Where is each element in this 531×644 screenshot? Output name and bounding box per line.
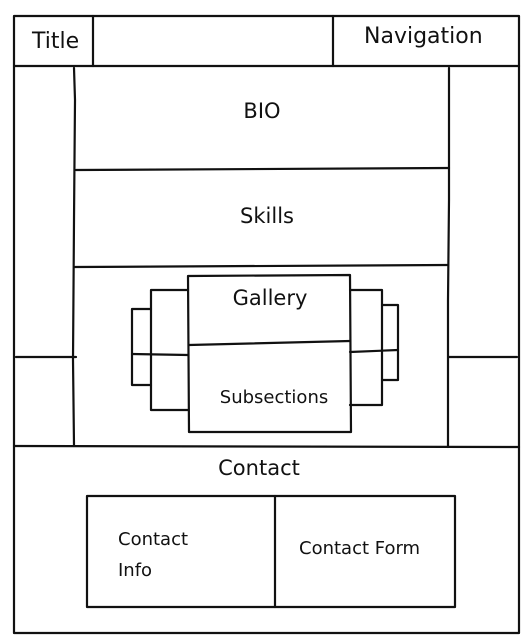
navigation-label: Navigation — [364, 24, 483, 49]
gallery-subsections-divider — [187, 339, 352, 347]
skills-gallery-divider — [73, 263, 449, 269]
carousel-right-split — [348, 348, 400, 354]
contact-info-label: Contact Info — [118, 529, 189, 581]
contact-box-frame — [85, 494, 457, 609]
bio-label: BIO — [243, 99, 281, 123]
carousel-right-card-inner — [348, 288, 384, 407]
page-frame — [12, 14, 521, 635]
gallery-label: Gallery — [232, 286, 308, 310]
carousel-right-card-outer — [380, 303, 400, 382]
right-column-line — [446, 66, 451, 449]
subsections-label: Subsections — [219, 387, 329, 408]
bio-skills-divider — [74, 166, 451, 172]
skills-label: Skills — [240, 204, 294, 228]
carousel-left-card-inner — [149, 288, 190, 412]
title-label: Title — [32, 29, 80, 54]
contact-form-label: Contact Form — [299, 538, 421, 559]
gallery-frame — [186, 273, 353, 434]
carousel-left-split — [130, 352, 190, 357]
left-column-line — [71, 66, 77, 447]
carousel-left-card-outer — [130, 307, 153, 387]
contact-heading: Contact — [218, 456, 300, 480]
main-contact-divider — [12, 444, 521, 449]
